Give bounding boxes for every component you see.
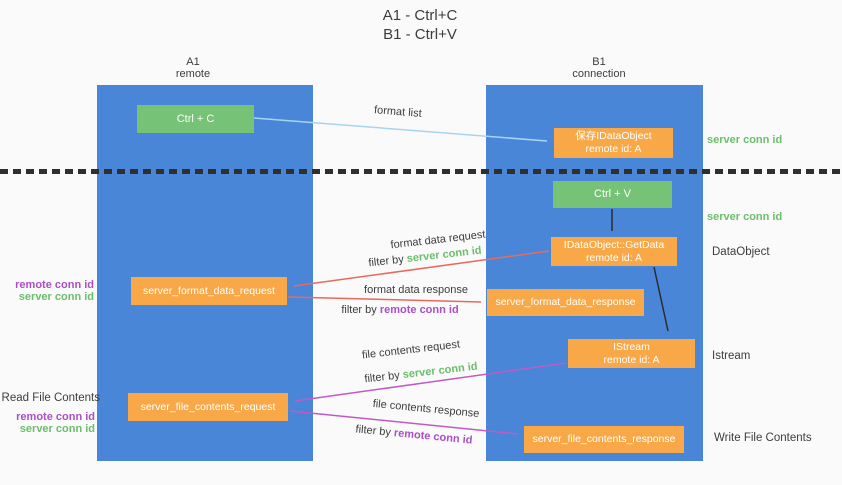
remote-conn-id-annotation: remote conn id	[15, 279, 94, 291]
save-idataobject-line2: remote id: A	[585, 143, 642, 155]
remote-conn-id-text: remote conn id	[393, 427, 473, 447]
server-conn-id-annotation-mid: server conn id	[707, 211, 783, 223]
file-conn-id-group: remote conn id server conn id	[0, 411, 95, 435]
server-file-contents-request-label: server_file_contents_request	[140, 400, 276, 413]
server-conn-id-annotation: server conn id	[19, 423, 95, 435]
title-line-b1: B1 - Ctrl+V	[383, 26, 457, 43]
filter-by-text: filter by	[355, 423, 395, 440]
ctrl-c-box: Ctrl + C	[137, 105, 254, 133]
idataobject-getdata-box: IDataObject::GetData remote id: A	[551, 237, 677, 266]
istream-line1: IStream	[613, 340, 650, 353]
write-file-contents-annotation: Write File Contents	[714, 432, 812, 444]
server-format-data-request-label: server_format_data_request	[143, 284, 275, 297]
save-idataobject-box: 保存IDataObject remote id: A	[554, 128, 673, 158]
getdata-line2: remote id: A	[585, 251, 643, 264]
server-conn-id-annotation: server conn id	[18, 291, 94, 303]
remote-conn-id-text: remote conn id	[379, 304, 459, 316]
server-format-data-response-box: server_format_data_response	[487, 289, 644, 316]
server-format-data-response-label: server_format_data_response	[495, 296, 636, 308]
file-contents-response-label: file contents response	[372, 397, 480, 421]
lane-header-a1: A1 remote	[143, 56, 243, 80]
format-list-label: format list	[373, 104, 423, 120]
format-conn-id-group: remote conn id server conn id	[0, 279, 94, 303]
file-contents-request-label: file contents request	[361, 338, 461, 362]
server-file-contents-response-label: server_file_contents_response	[532, 433, 676, 445]
lane-b1-name: B1	[592, 56, 606, 68]
server-file-contents-request-box: server_file_contents_request	[128, 393, 288, 421]
lane-b1-role: connection	[572, 68, 626, 80]
getdata-line1: IDataObject::GetData	[563, 238, 665, 251]
format-response-filter-label: filter by remote conn id	[330, 304, 470, 316]
format-data-response-label: format data response	[364, 284, 468, 296]
server-conn-id-text: server conn id	[402, 360, 479, 382]
ctrl-v-label: Ctrl + V	[594, 188, 631, 200]
dataobject-annotation: DataObject	[712, 246, 770, 258]
title-line-a1: A1 - Ctrl+C	[382, 7, 458, 24]
diagram-title: A1 - Ctrl+C B1 - Ctrl+V	[330, 6, 510, 44]
ctrl-v-box: Ctrl + V	[553, 181, 672, 208]
arrow-format-data-response	[287, 296, 482, 303]
session-divider-dashed-line	[0, 169, 842, 174]
filter-by-text: filter by	[363, 369, 404, 386]
istream-annotation: Istream	[712, 350, 751, 362]
istream-line2: remote id: A	[603, 353, 660, 366]
lane-a1-name: A1	[186, 56, 200, 68]
server-format-data-request-box: server_format_data_request	[131, 277, 287, 305]
filter-by-text: filter by	[341, 304, 380, 316]
file-response-filter-label: filter by remote conn id	[344, 422, 485, 447]
save-idataobject-line1: 保存IDataObject	[575, 130, 652, 142]
server-file-contents-response-box: server_file_contents_response	[524, 426, 684, 453]
lane-header-b1: B1 connection	[549, 56, 649, 80]
read-file-contents-annotation: Read File Contents	[1, 392, 100, 404]
filter-by-text: filter by	[367, 253, 408, 270]
istream-box: IStream remote id: A	[568, 339, 695, 368]
file-request-filter-label: filter by server conn id	[351, 359, 491, 387]
lane-a1-role: remote	[175, 68, 211, 80]
remote-conn-id-annotation: remote conn id	[16, 411, 95, 423]
server-conn-id-annotation-top: server conn id	[707, 134, 783, 146]
ctrl-c-label: Ctrl + C	[176, 112, 215, 125]
